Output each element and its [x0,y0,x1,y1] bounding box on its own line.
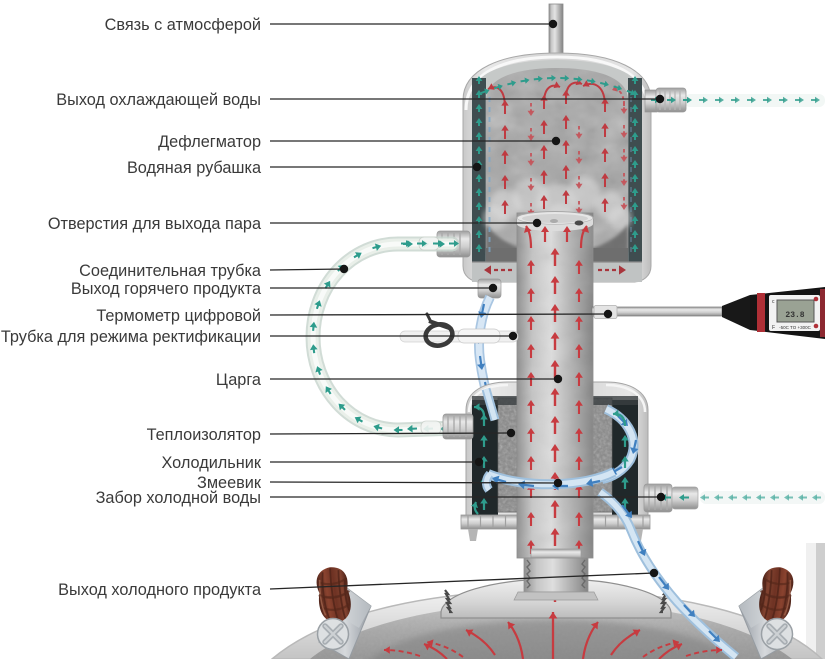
svg-text:-50C TO +300C: -50C TO +300C [779,325,811,330]
svg-text:Царга: Царга [216,371,262,389]
svg-text:Водяная рубашка: Водяная рубашка [127,159,262,177]
svg-text:Связь с атмосферой: Связь с атмосферой [105,16,261,34]
svg-text:F: F [772,325,775,331]
svg-text:Змеевик: Змеевик [197,474,262,492]
svg-text:Соединительная трубка: Соединительная трубка [79,262,262,280]
svg-text:Отверстия для выхода пара: Отверстия для выхода пара [48,215,262,233]
svg-text:Холодильник: Холодильник [161,454,261,472]
svg-text:Выход холодного продукта: Выход холодного продукта [58,581,262,599]
svg-text:c: c [772,299,775,305]
svg-text:23.8: 23.8 [785,311,804,320]
svg-text:Выход охлаждающей воды: Выход охлаждающей воды [56,91,261,109]
svg-text:Забор холодной воды: Забор холодной воды [96,489,261,507]
svg-text:Дефлегматор: Дефлегматор [158,133,261,151]
svg-text:Выход горячего продукта: Выход горячего продукта [71,280,262,298]
svg-text:Трубка для режима ректификации: Трубка для режима ректификации [1,328,261,346]
svg-text:Теплоизолятор: Теплоизолятор [147,426,261,444]
svg-text:Термометр цифровой: Термометр цифровой [96,307,261,325]
